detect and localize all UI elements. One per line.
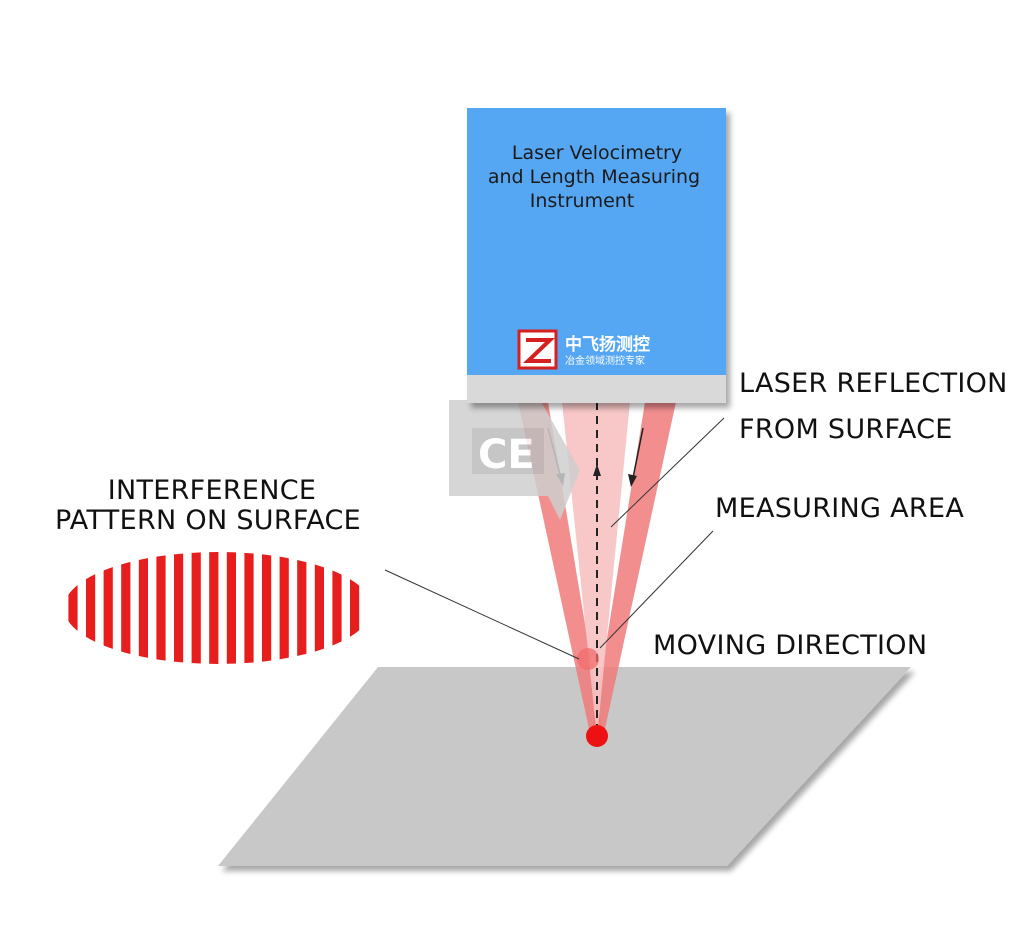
surface-laser-spot bbox=[586, 725, 608, 747]
leader-interference bbox=[384, 569, 580, 660]
interference-stripe bbox=[244, 552, 254, 664]
interference-stripe bbox=[332, 552, 342, 664]
interference-stripes bbox=[68, 552, 360, 664]
interference-stripe bbox=[209, 552, 219, 664]
right-outer-beam bbox=[591, 402, 676, 738]
instrument-title-line-1: Laser Velocimetry bbox=[512, 142, 682, 164]
instrument-body bbox=[467, 108, 726, 376]
interference-stripe bbox=[174, 552, 184, 664]
label-moving-direction: MOVING DIRECTION bbox=[653, 630, 927, 661]
instrument-base bbox=[467, 375, 726, 403]
instrument-title-line-3: Instrument bbox=[530, 190, 635, 212]
interference-stripe bbox=[350, 552, 360, 664]
interference-pattern bbox=[64, 552, 372, 664]
interference-stripe bbox=[226, 552, 236, 664]
logo-mark-z bbox=[523, 338, 555, 363]
arrow-head-icon bbox=[593, 464, 601, 476]
moving-surface bbox=[218, 667, 911, 866]
leader-measuring-area bbox=[599, 530, 714, 649]
down-arrow-right bbox=[632, 427, 644, 479]
watermark-badge bbox=[472, 428, 544, 474]
zfy-logo-icon: 中飞扬测控 冶金领域测控专家 bbox=[517, 329, 650, 370]
label-laser-reflection-line-1: LASER REFLECTION bbox=[739, 368, 1008, 399]
instrument-title-line-2: and Length Measuring bbox=[488, 166, 700, 188]
label-interference-line-1: INTERFERENCE bbox=[108, 475, 317, 506]
label-measuring-area: MEASURING AREA bbox=[715, 493, 964, 524]
interference-stripe bbox=[279, 552, 289, 664]
watermark: CE bbox=[449, 400, 580, 520]
interference-stripe bbox=[262, 552, 272, 664]
interference-stripe bbox=[314, 552, 324, 664]
label-interference-line-2: PATTERN ON SURFACE bbox=[55, 505, 361, 536]
logo-name: 中飞扬测控 bbox=[565, 334, 650, 355]
interference-stripe bbox=[138, 552, 148, 664]
instrument bbox=[467, 108, 726, 403]
interference-stripe bbox=[103, 552, 113, 664]
interference-stripe bbox=[297, 552, 307, 664]
interference-stripe bbox=[156, 552, 166, 664]
measuring-area-spot bbox=[577, 648, 599, 670]
interference-stripe bbox=[68, 552, 78, 664]
leader-reflection bbox=[610, 417, 725, 528]
arrow-head-icon bbox=[628, 474, 637, 487]
leader-lines bbox=[384, 417, 725, 660]
interference-stripe bbox=[121, 552, 131, 664]
interference-stripe bbox=[191, 552, 201, 664]
watermark-text: CE bbox=[478, 432, 535, 478]
interference-stripe bbox=[86, 552, 96, 664]
logo-tagline: 冶金领域测控专家 bbox=[565, 354, 645, 367]
label-laser-reflection-line-2: FROM SURFACE bbox=[739, 414, 953, 445]
